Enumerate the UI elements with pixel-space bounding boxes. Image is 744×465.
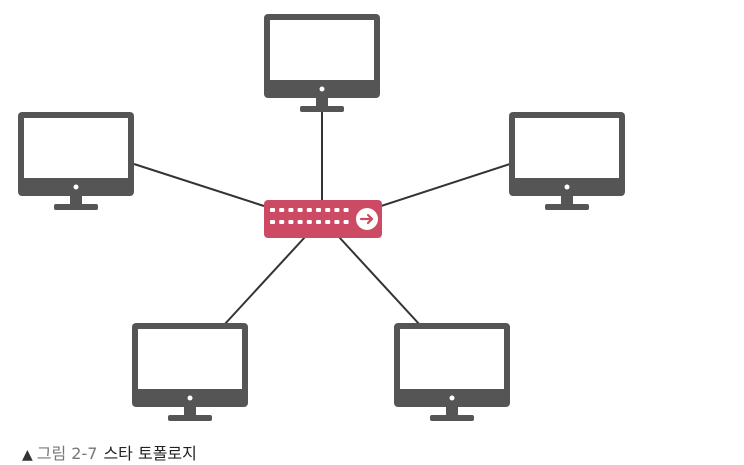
figure-caption: ▲그림 2-7 스타 토폴로지	[22, 444, 197, 464]
pc-top-monitor-icon	[264, 14, 380, 112]
arrow-right-icon	[359, 213, 374, 225]
switch-port	[306, 208, 312, 212]
power-led	[319, 86, 325, 92]
switch-port	[270, 220, 275, 224]
switch-body	[264, 200, 382, 238]
link-pc-left	[133, 163, 265, 207]
pc-bottom-right-monitor-icon	[394, 323, 510, 421]
monitor-neck	[446, 407, 458, 415]
switch-port	[279, 220, 285, 224]
power-led	[73, 184, 79, 190]
link-pc-bottom-right	[338, 236, 421, 326]
power-led	[187, 395, 193, 401]
monitor-neck	[70, 196, 82, 204]
monitor-screen	[400, 329, 504, 389]
figure-title: 스타 토폴로지	[103, 444, 197, 463]
link-pc-right	[380, 163, 511, 207]
switch-port	[316, 220, 321, 224]
switch-port	[279, 208, 285, 212]
caption-triangle-icon: ▲	[22, 447, 33, 463]
monitor-base	[54, 204, 98, 210]
monitor-neck	[316, 98, 328, 106]
switch-port	[325, 208, 331, 212]
switch-port	[306, 220, 312, 224]
switch-port	[334, 220, 340, 224]
figure-number: 그림 2-7	[36, 444, 98, 463]
power-led	[564, 184, 570, 190]
monitor-neck	[184, 407, 196, 415]
switch-port	[288, 220, 294, 224]
monitor-base	[168, 415, 212, 421]
monitor-base	[430, 415, 474, 421]
switch-port	[288, 208, 294, 212]
switch-port	[297, 208, 303, 212]
pc-left-monitor-icon	[18, 112, 134, 210]
switch-port	[297, 220, 303, 224]
monitor-neck	[561, 196, 573, 204]
switch-port	[325, 220, 331, 224]
computer-nodes	[18, 14, 625, 421]
monitor-screen	[138, 329, 242, 389]
monitor-screen	[24, 118, 128, 178]
switch-port	[316, 208, 321, 212]
switch-port	[343, 220, 349, 224]
link-pc-bottom-left	[223, 236, 306, 326]
network-switch	[264, 200, 382, 238]
connection-lines	[133, 112, 511, 326]
pc-bottom-left-monitor-icon	[132, 323, 248, 421]
monitor-screen	[270, 20, 374, 80]
power-led	[449, 395, 455, 401]
switch-port	[334, 208, 340, 212]
switch-port	[343, 208, 349, 212]
switch-port	[270, 208, 275, 212]
monitor-base	[545, 204, 589, 210]
pc-right-monitor-icon	[509, 112, 625, 210]
monitor-screen	[515, 118, 619, 178]
monitor-base	[300, 106, 344, 112]
